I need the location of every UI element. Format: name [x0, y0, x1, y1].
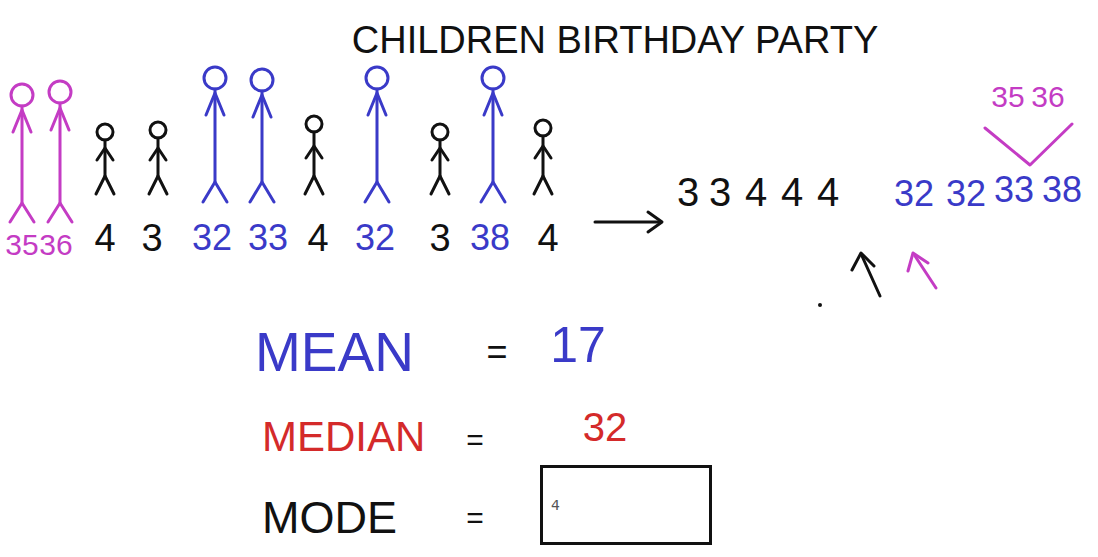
age-label: 35	[5, 230, 38, 260]
mean-value: 17	[550, 320, 606, 370]
dot	[818, 303, 822, 307]
merge-mark	[985, 124, 1072, 165]
parent-figures	[10, 81, 72, 222]
sorted-age: 3	[677, 172, 699, 212]
adult-figures	[203, 67, 505, 202]
sorted-age: 33	[994, 172, 1034, 208]
age-label: 4	[307, 219, 328, 257]
mean-label: MEAN	[255, 325, 414, 380]
added-age: 35	[991, 82, 1024, 112]
age-label: 32	[192, 220, 232, 256]
sorted-age: 3	[709, 172, 731, 212]
age-label: 4	[537, 219, 558, 257]
new-median-pointer	[908, 253, 936, 288]
answer-box: 4	[540, 465, 712, 545]
sorted-age: 32	[946, 176, 986, 212]
added-age: 36	[1031, 82, 1064, 112]
title: CHILDREN BIRTHDAY PARTY	[352, 21, 879, 59]
answer-text: 4	[551, 497, 560, 513]
equals-sign: =	[486, 334, 507, 370]
median-value: 32	[583, 407, 628, 447]
median-label: MEDIAN	[262, 416, 425, 458]
sorted-age: 4	[781, 172, 803, 212]
age-label: 36	[39, 230, 72, 260]
sorted-age: 38	[1042, 172, 1082, 208]
equals-sign: =	[466, 503, 484, 533]
sorted-age: 4	[745, 172, 767, 212]
median-pointer	[852, 253, 880, 296]
age-label: 3	[141, 219, 162, 257]
sorted-age: 32	[894, 176, 934, 212]
equals-sign: =	[466, 425, 484, 455]
age-label: 38	[470, 220, 510, 256]
age-label: 4	[94, 219, 115, 257]
mode-label: MODE	[262, 495, 397, 540]
age-label: 33	[248, 220, 288, 256]
sorted-age: 4	[817, 172, 839, 212]
age-label: 32	[355, 220, 395, 256]
age-label: 3	[429, 219, 450, 257]
child-figures	[96, 116, 552, 194]
sort-arrow	[595, 212, 662, 232]
